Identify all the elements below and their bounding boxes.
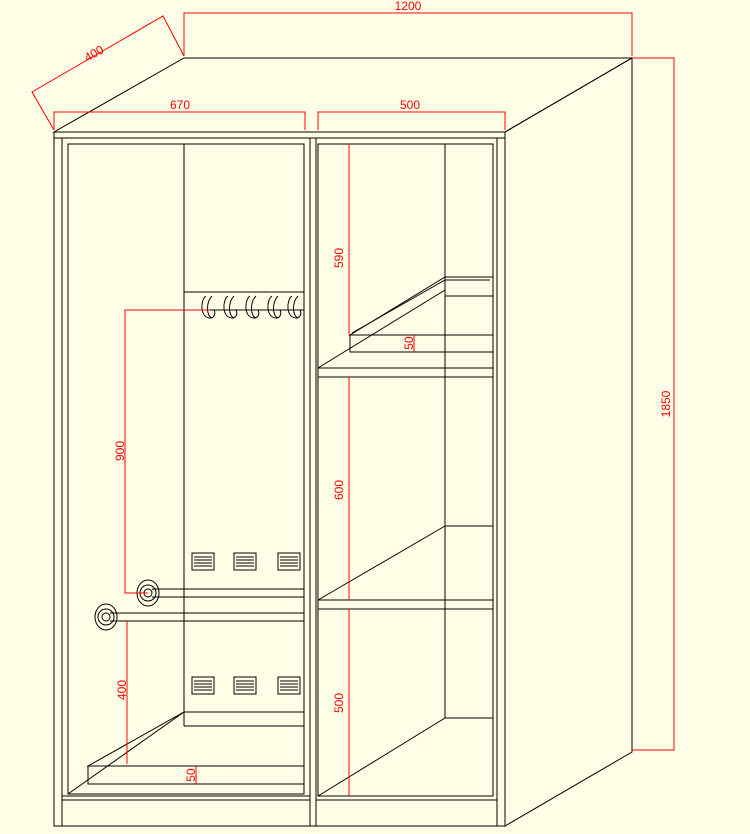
right-top-tray (348, 276, 494, 353)
right-compartment-opening (317, 143, 494, 797)
dim-middle-shelf-gap: 600 (332, 480, 346, 500)
dim-left-section-width: 670 (170, 98, 190, 112)
dim-hook-height: 900 (113, 441, 127, 461)
shelf-upper (317, 289, 494, 378)
dim-shelf-tray-height: 50 (402, 336, 416, 350)
dim-top-shelf-gap: 590 (332, 248, 346, 268)
left-compartment-interior (67, 144, 305, 795)
right-compartment-interior (317, 144, 494, 797)
dim-height-total: 1850 (659, 390, 673, 417)
dim-right-section-width: 500 (400, 98, 420, 112)
hanging-rod-lower (94, 603, 304, 631)
coat-hooks-icon (201, 295, 302, 319)
dim-lower-rod-height: 400 (115, 680, 129, 700)
left-compartment-opening (67, 143, 305, 795)
dim-width-total: 1200 (395, 0, 422, 13)
dim-bottom-shelf-gap: 500 (332, 693, 346, 713)
cabinet-body (52, 57, 634, 827)
hanging-rod-upper (136, 579, 304, 607)
vent-slots-upper-icon (191, 552, 301, 571)
dimension-labels: 1200 400 670 500 1850 900 400 50 590 50 … (82, 0, 673, 782)
dim-left-tray-height: 50 (184, 768, 198, 782)
vent-slots-lower-icon (191, 676, 301, 695)
dimension-lines (31, 12, 675, 796)
cabinet-top-face (52, 57, 634, 133)
cabinet-side-face (504, 57, 633, 827)
cabinet-front-frame (53, 131, 506, 827)
shelf-lower (317, 525, 494, 610)
